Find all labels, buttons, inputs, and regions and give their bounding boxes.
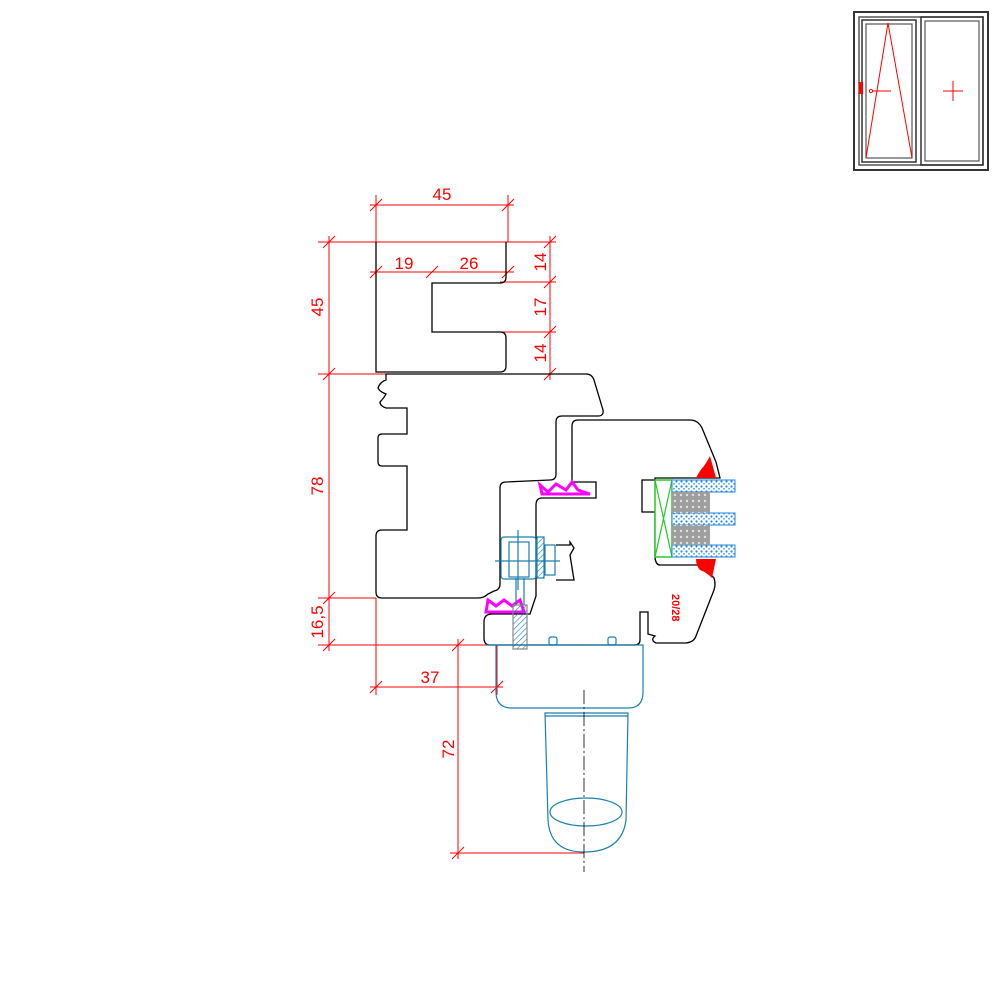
glass-pane-middle: [671, 512, 736, 526]
dim-top-right-segment: 26: [460, 254, 479, 273]
dimension-lines: [322, 198, 557, 860]
dim-right-middle: 17: [531, 298, 550, 317]
glass-seal-top: [696, 456, 716, 478]
dim-right-upper: 14: [531, 253, 550, 272]
dim-top-left-segment: 19: [395, 254, 414, 273]
glass-pane-inner: [671, 544, 736, 558]
dim-left-top-height: 45: [308, 298, 327, 317]
glass-pane-outer: [671, 479, 736, 493]
dim-left-frame-height: 78: [308, 477, 327, 496]
dim-left-bottom-height: 16,5: [308, 605, 327, 638]
frame-profile: [375, 373, 604, 599]
sash-profile: [483, 419, 721, 646]
spacer-cross: [654, 479, 673, 558]
glass-spacer-upper: [672, 492, 710, 513]
dim-bottom-offset: 37: [421, 668, 440, 687]
handle: [486, 636, 644, 853]
dim-top-width: 45: [433, 185, 452, 204]
glass-seal-bottom: [696, 559, 716, 578]
glass-spacer-lower: [672, 525, 710, 545]
dim-right-lower: 14: [531, 344, 550, 363]
top-block-profile: [375, 242, 507, 373]
dim-handle-height: 72: [439, 740, 458, 759]
glass-label: 20/28: [669, 594, 681, 622]
sash-inner-groove: [556, 539, 575, 581]
window-type-thumbnail: [853, 11, 989, 171]
gasket-top: [537, 479, 591, 496]
hinge-hardware: [495, 530, 560, 650]
